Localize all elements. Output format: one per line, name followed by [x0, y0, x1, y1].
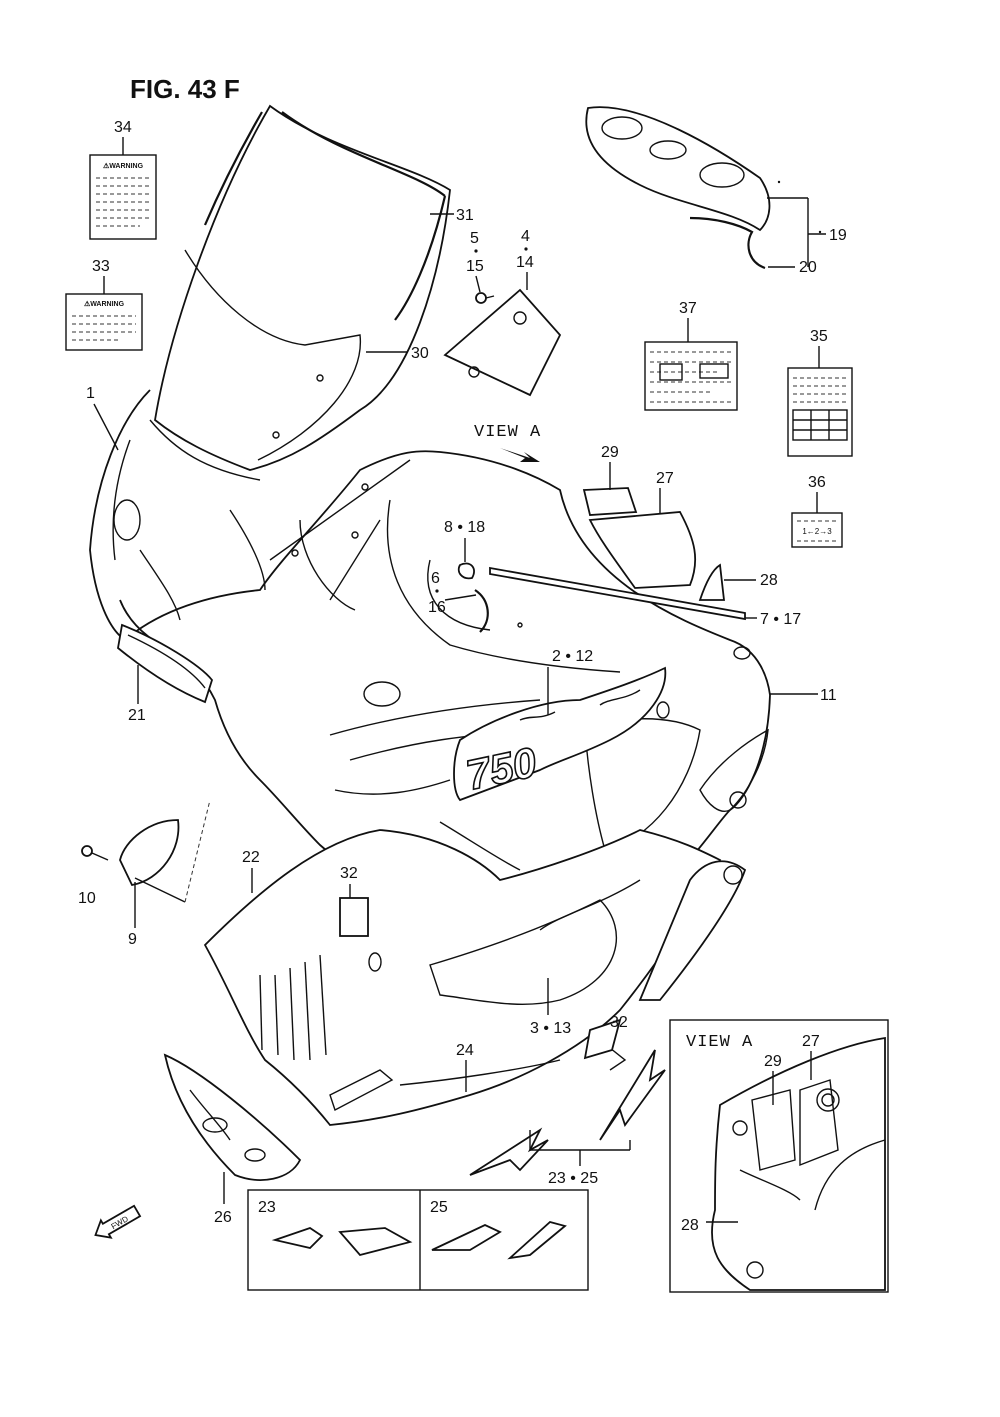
callout-23-25: 23 • 25 — [548, 1170, 598, 1187]
warning-label-33-text: ⚠WARNING — [84, 300, 125, 308]
callout-35: 35 — [810, 328, 828, 345]
callout-14: 14 — [516, 254, 534, 271]
callout-32-a: 32 — [340, 865, 358, 882]
inset-callout-29: 29 — [764, 1053, 782, 1070]
callout-37: 37 — [679, 300, 697, 317]
callout-2-12: 2 • 12 — [552, 648, 593, 665]
inset-callout-28: 28 — [681, 1217, 699, 1234]
windscreen-30 — [154, 104, 451, 471]
shift-label-36: 1←2→3 — [791, 512, 843, 548]
callout-32-b: 32 — [610, 1014, 628, 1031]
grommet-8 — [457, 562, 475, 580]
callout-9: 9 — [128, 931, 137, 948]
callout-27: 27 — [656, 470, 674, 487]
callout-28: 28 — [760, 572, 778, 589]
warning-label-34-text: ⚠WARNING — [103, 162, 144, 170]
callout-15: 15 — [466, 258, 484, 275]
view-a-arrow-icon — [500, 448, 540, 462]
callout-33: 33 — [92, 258, 110, 275]
callout-3-13: 3 • 13 — [530, 1020, 571, 1037]
duct-6 — [474, 589, 489, 633]
callout-36: 36 — [808, 474, 826, 491]
callout-34: 34 — [114, 119, 132, 136]
bracket-26 — [163, 1053, 302, 1181]
side-decal — [699, 728, 769, 812]
figure-title: FIG. 43 F — [130, 74, 240, 104]
callout-8-18: 8 • 18 — [444, 519, 485, 536]
lower-decal-25 — [599, 1049, 666, 1141]
callout-29: 29 — [601, 444, 619, 461]
seal-27 — [588, 511, 697, 589]
warning-label-34: ⚠WARNING — [89, 154, 157, 240]
callout-6: 6 — [431, 570, 440, 587]
callout-30: 30 — [411, 345, 429, 362]
fwd-arrow-icon: FWD — [94, 1204, 142, 1239]
callout-21: 21 — [128, 707, 146, 724]
callout-5: 5 — [470, 230, 479, 247]
shift-label-36-text: 1←2→3 — [802, 527, 832, 536]
rubber-seal-20 — [689, 216, 766, 270]
callout-25-box: 25 — [430, 1199, 448, 1216]
screw-10 — [81, 845, 93, 857]
callout-31: 31 — [456, 207, 474, 224]
warning-label-33: ⚠WARNING — [65, 293, 143, 351]
pad-32-a — [339, 897, 369, 937]
trim-strip-7 — [489, 566, 746, 621]
callout-26: 26 — [214, 1209, 232, 1226]
pad-32-b — [583, 1018, 622, 1060]
callout-20: 20 — [799, 259, 817, 276]
seal-29 — [582, 487, 638, 516]
screw-5 — [475, 292, 495, 304]
callout-16: 16 — [428, 599, 446, 616]
info-label-37 — [644, 341, 738, 411]
view-a-inset-label: VIEW A — [686, 1033, 753, 1052]
lower-decal-23 — [469, 1127, 549, 1176]
callout-7-17: 7 • 17 — [760, 611, 801, 628]
callout-19: 19 — [829, 227, 847, 244]
callout-1: 1 — [86, 385, 95, 402]
tire-label-35 — [787, 367, 853, 457]
meter-panel-19 — [585, 106, 771, 232]
callout-4: 4 — [521, 228, 530, 245]
view-a-label: VIEW A — [474, 423, 541, 442]
callout-23-box: 23 — [258, 1199, 276, 1216]
bracket-4 — [443, 288, 562, 397]
callout-11: 11 — [820, 687, 837, 704]
callout-10: 10 — [78, 890, 96, 907]
callout-24: 24 — [456, 1042, 474, 1059]
vent-21 — [117, 623, 214, 704]
view-a-inset — [669, 1019, 889, 1293]
cap-9 — [119, 819, 180, 887]
bracket-26-side — [638, 860, 747, 1001]
inset-callout-27: 27 — [802, 1033, 820, 1050]
callout-22: 22 — [242, 849, 260, 866]
seal-28 — [698, 563, 726, 601]
decal-detail-box — [247, 1189, 589, 1291]
